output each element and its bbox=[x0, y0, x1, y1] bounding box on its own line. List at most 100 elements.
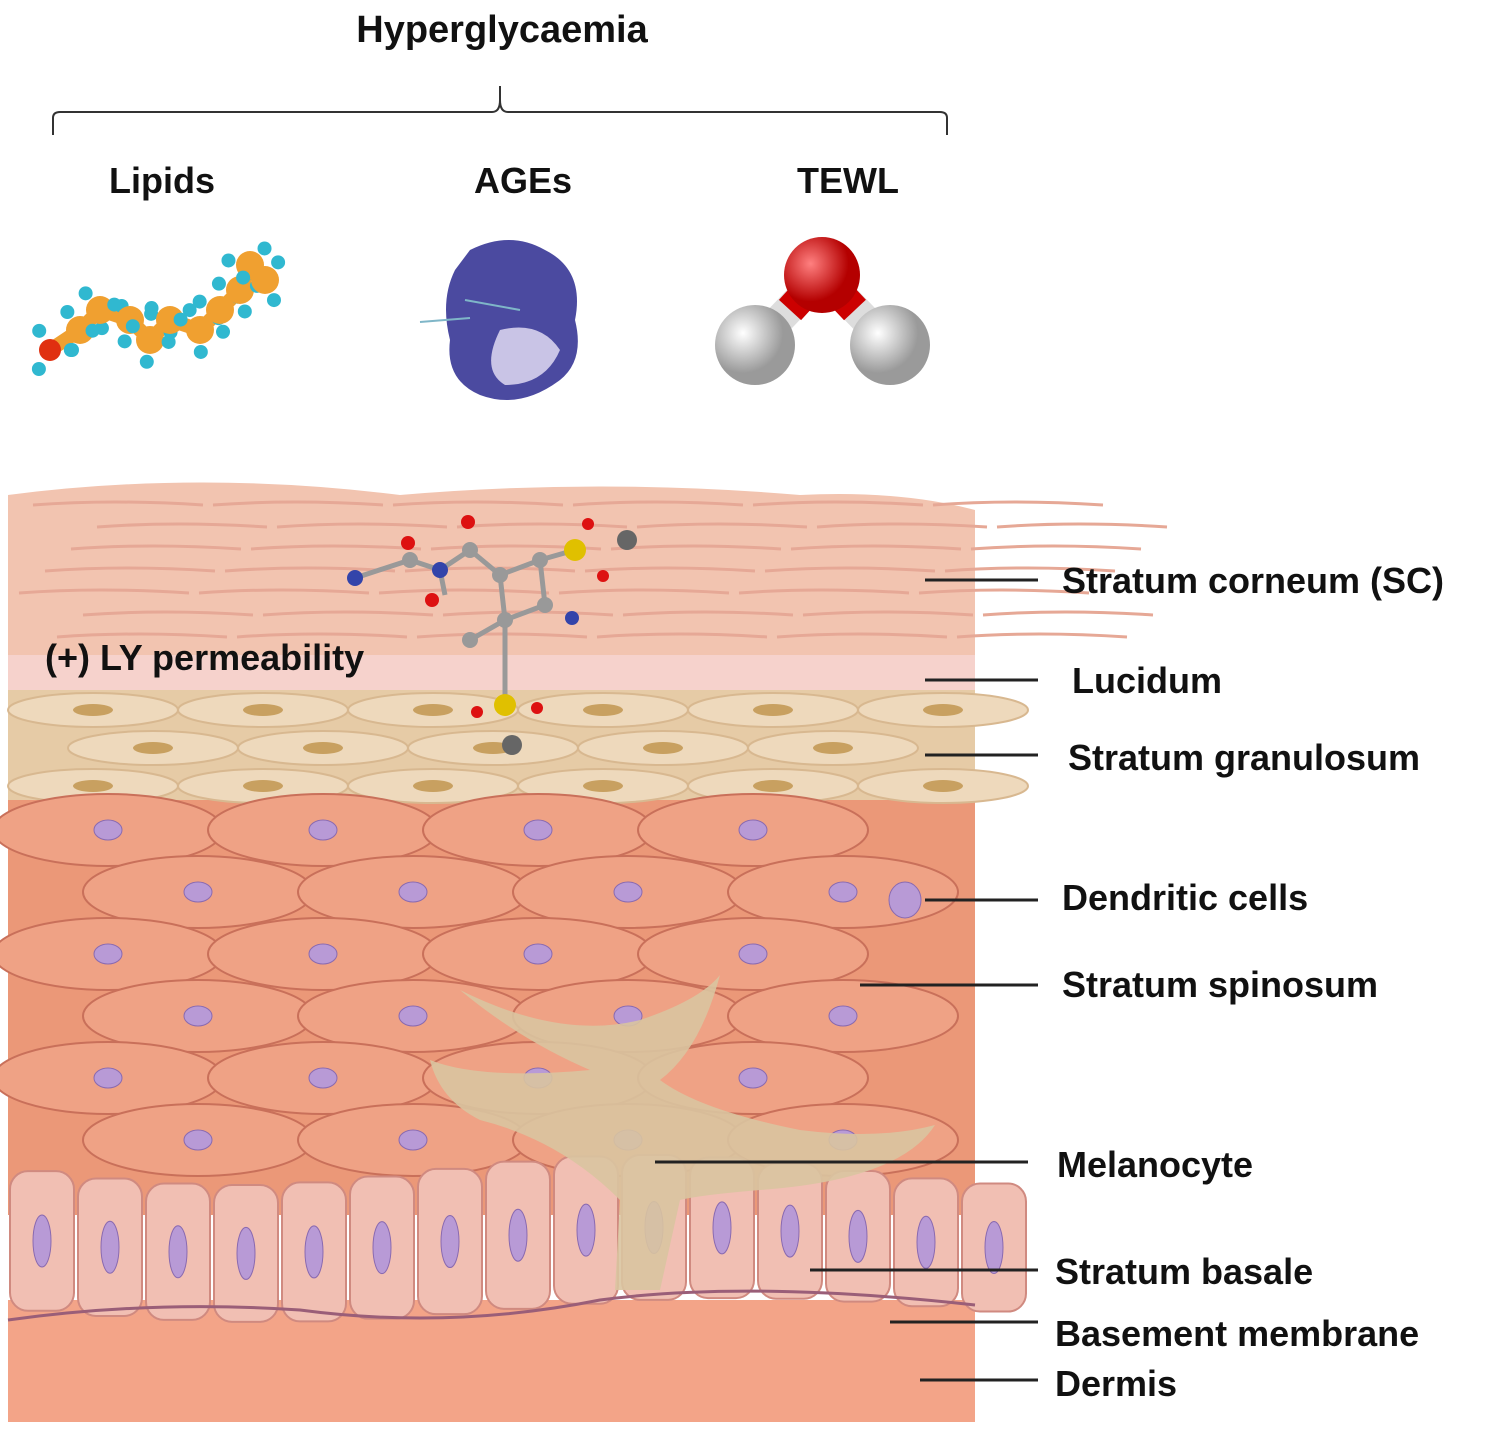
corneum-layer-streak bbox=[82, 610, 254, 617]
nucleus bbox=[308, 1067, 338, 1089]
atom bbox=[136, 326, 164, 354]
ly-permeability-annotation: (+) LY permeability bbox=[45, 637, 364, 678]
nucleus bbox=[398, 1129, 428, 1151]
corneum-layer-streak bbox=[32, 500, 204, 507]
atom bbox=[32, 323, 47, 338]
granule bbox=[413, 704, 453, 716]
skin-section bbox=[0, 482, 1168, 1422]
corneum-layer-streak bbox=[18, 588, 190, 595]
basement-membrane bbox=[7, 1289, 976, 1322]
corneum-layer-streak bbox=[622, 610, 794, 617]
nucleus bbox=[32, 1214, 52, 1268]
nucleus bbox=[183, 881, 213, 903]
corneum-layer-streak bbox=[956, 632, 1128, 639]
corneum-layer-streak bbox=[636, 522, 808, 529]
atom bbox=[125, 319, 140, 334]
granule bbox=[753, 780, 793, 792]
atom bbox=[266, 293, 281, 308]
corneum-layer-streak bbox=[738, 588, 910, 595]
layer-labels: Stratum corneum (SC) Lucidum Stratum gra… bbox=[655, 560, 1444, 1404]
atom bbox=[251, 266, 279, 294]
label-tewl: TEWL bbox=[797, 160, 899, 201]
atom bbox=[31, 361, 46, 376]
granule bbox=[73, 780, 113, 792]
atom bbox=[211, 276, 226, 291]
dendritic-cell bbox=[888, 881, 922, 919]
corneum-layer-streak bbox=[392, 500, 564, 507]
label-stratum-basale: Stratum basale bbox=[1055, 1251, 1313, 1292]
nucleus bbox=[576, 1203, 596, 1257]
nucleus bbox=[613, 881, 643, 903]
atom bbox=[161, 334, 176, 349]
granule bbox=[753, 704, 793, 716]
label-melanocyte: Melanocyte bbox=[1057, 1144, 1253, 1185]
atom bbox=[193, 344, 208, 359]
nucleus bbox=[523, 819, 553, 841]
label-stratum-granulosum: Stratum granulosum bbox=[1068, 737, 1420, 778]
atom bbox=[39, 339, 61, 361]
corneum-layer-streak bbox=[250, 544, 422, 551]
lucidum-layer bbox=[8, 650, 975, 690]
nucleus bbox=[398, 1005, 428, 1027]
nucleus bbox=[183, 1129, 213, 1151]
protein-surface-icon bbox=[419, 240, 578, 400]
corneum-layer-streak bbox=[96, 522, 268, 529]
corneum-layer-streak bbox=[558, 588, 730, 595]
corneum-layer-streak bbox=[70, 544, 242, 551]
corneum-layer-streak bbox=[596, 632, 768, 639]
nucleus bbox=[93, 1067, 123, 1089]
nucleus bbox=[523, 943, 553, 965]
lipid-molecule-icon bbox=[31, 241, 286, 376]
corneum-layer-streak bbox=[198, 588, 370, 595]
nucleus bbox=[168, 1225, 188, 1279]
label-dendritic-cells: Dendritic cells bbox=[1062, 877, 1308, 918]
label-ages: AGEs bbox=[474, 160, 572, 201]
atom bbox=[182, 303, 197, 318]
corneum-layer-streak bbox=[56, 632, 228, 639]
corneum-layer-streak bbox=[752, 500, 924, 507]
atom bbox=[237, 304, 252, 319]
granule bbox=[303, 742, 343, 754]
atom bbox=[144, 301, 159, 316]
label-stratum-spinosum: Stratum spinosum bbox=[1062, 964, 1378, 1005]
corneum-layer-streak bbox=[404, 566, 576, 573]
granule bbox=[73, 704, 113, 716]
label-lipids: Lipids bbox=[109, 160, 215, 201]
brace bbox=[52, 86, 948, 135]
atom bbox=[216, 324, 231, 339]
granule bbox=[813, 742, 853, 754]
corneum-layer-streak bbox=[236, 632, 408, 639]
corneum-layer-streak bbox=[584, 566, 756, 573]
granule bbox=[583, 704, 623, 716]
granule bbox=[413, 780, 453, 792]
water-molecule-icon bbox=[715, 237, 930, 385]
atom bbox=[107, 297, 122, 312]
melanocyte bbox=[430, 975, 935, 1290]
nucleus bbox=[372, 1221, 392, 1275]
nucleus bbox=[828, 881, 858, 903]
nucleus bbox=[93, 943, 123, 965]
nucleus bbox=[398, 881, 428, 903]
corneum-layer-streak bbox=[212, 500, 384, 507]
atom bbox=[63, 343, 78, 358]
atom bbox=[86, 296, 114, 324]
atom bbox=[156, 306, 184, 334]
ly-molecule-icon bbox=[347, 515, 637, 755]
nucleus bbox=[304, 1225, 324, 1279]
corneum-layer-streak bbox=[378, 588, 550, 595]
atom bbox=[206, 296, 234, 324]
corneum-layer-streak bbox=[970, 544, 1142, 551]
nucleus bbox=[712, 1201, 732, 1255]
granule bbox=[243, 780, 283, 792]
atom bbox=[139, 354, 154, 369]
corneum-layer-streak bbox=[802, 610, 974, 617]
nucleus bbox=[780, 1204, 800, 1258]
nucleus bbox=[916, 1215, 936, 1269]
nucleus bbox=[100, 1220, 120, 1274]
nucleus bbox=[738, 819, 768, 841]
nucleus bbox=[508, 1208, 528, 1262]
dermis-layer bbox=[8, 1300, 975, 1422]
corneum-layer-streak bbox=[982, 610, 1154, 617]
label-basement-membrane: Basement membrane bbox=[1055, 1313, 1419, 1354]
